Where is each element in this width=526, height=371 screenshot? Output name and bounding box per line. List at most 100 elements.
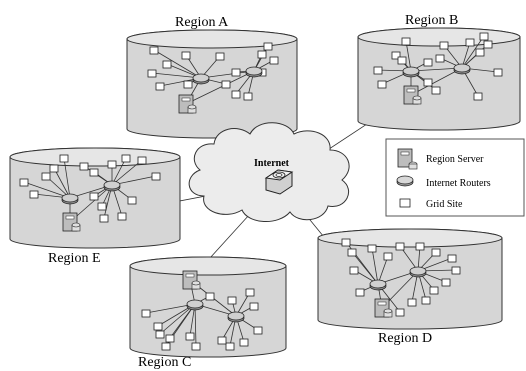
region-cylinder-top <box>129 256 287 276</box>
grid-site-icon <box>395 308 405 317</box>
grid-site-icon <box>475 48 485 57</box>
grid-site-icon <box>181 51 191 60</box>
region-label-c: Region C <box>138 355 191 370</box>
site-link <box>63 157 71 199</box>
grid-site-icon <box>377 80 387 89</box>
grid-site-icon <box>89 168 99 177</box>
grid-site-icon <box>221 80 231 89</box>
site-link <box>405 40 412 72</box>
grid-site-icon <box>183 80 193 89</box>
grid-site-icon <box>137 156 147 165</box>
region-label-e: Region E <box>48 251 101 266</box>
region-server-icon <box>397 148 418 170</box>
grid-site-icon <box>439 41 449 50</box>
grid-site-icon <box>59 154 69 163</box>
grid-site-icon <box>349 266 359 275</box>
site-link <box>377 255 389 285</box>
internet-router-icon <box>402 66 420 78</box>
legend-label-internet-routers: Internet Routers <box>426 178 491 189</box>
grid-site-icon <box>151 172 161 181</box>
grid-site-icon <box>117 212 127 221</box>
region-cylinder-top <box>9 147 181 167</box>
grid-site-icon <box>483 40 493 49</box>
internet-router-icon <box>61 193 79 205</box>
grid-site-icon <box>227 296 237 305</box>
internet-cloud: Internet <box>188 122 350 222</box>
site-link <box>53 167 71 199</box>
grid-site-icon <box>341 238 351 247</box>
grid-site-icon <box>401 37 411 46</box>
grid-site-icon <box>41 172 51 181</box>
grid-site-icon <box>367 244 377 253</box>
region-cylinder-top <box>126 29 298 49</box>
router-link <box>185 70 255 105</box>
site-link <box>194 303 197 347</box>
site-link <box>461 35 485 69</box>
site-link <box>351 251 379 285</box>
grid-site-icon <box>165 334 175 343</box>
grid-site-icon <box>391 51 401 60</box>
grid-site-icon <box>79 162 89 171</box>
internet-router-icon <box>192 73 210 85</box>
site-link <box>111 157 127 186</box>
grid-site-icon <box>127 196 137 205</box>
grid-site-icon <box>407 298 417 307</box>
grid-site-icon <box>447 254 457 263</box>
grid-site-icon <box>399 198 411 208</box>
region-a: Region A <box>126 15 298 139</box>
region-server-icon <box>182 270 201 290</box>
router-link <box>410 67 463 96</box>
grid-site-icon <box>147 69 157 78</box>
grid-site-icon <box>161 342 171 351</box>
router-link <box>410 67 463 72</box>
grid-site-icon <box>99 214 109 223</box>
grid-site-icon <box>245 288 255 297</box>
region-d: Region D <box>317 228 503 346</box>
regions: Region A Region B Region E Region C Region D <box>9 13 521 370</box>
grid-site-icon <box>49 164 59 173</box>
grid-site-icon <box>465 38 475 47</box>
grid-site-icon <box>89 192 99 201</box>
region-label-b: Region B <box>405 13 458 28</box>
grid-site-icon <box>29 190 39 199</box>
site-link <box>111 159 143 186</box>
region-c: Region C <box>129 256 287 370</box>
site-link <box>23 181 71 199</box>
region-label-a: Region A <box>175 15 229 30</box>
grid-site-icon <box>185 332 195 341</box>
grid-site-icon <box>451 266 461 275</box>
grid-site-icon <box>205 292 215 301</box>
grid-site-icon <box>473 92 483 101</box>
grid-site-icon <box>155 330 165 339</box>
grid-site-icon <box>231 90 241 99</box>
grid-site-icon <box>153 322 163 331</box>
grid-site-icon <box>149 46 159 55</box>
grid-site-icon <box>423 78 433 87</box>
region-label-d: Region D <box>378 331 432 346</box>
internet-router-icon <box>186 299 204 311</box>
internet-router-icon <box>245 66 263 78</box>
grid-site-icon <box>107 160 117 169</box>
grid-site-icon <box>431 248 441 257</box>
internet-core-router-icon <box>264 169 294 195</box>
grid-site-icon <box>225 342 235 351</box>
grid-site-icon <box>257 50 267 59</box>
grid-site-icon <box>493 68 503 77</box>
grid-site-icon <box>121 154 131 163</box>
internet-router-icon <box>409 266 427 278</box>
grid-site-icon <box>97 202 107 211</box>
grid-site-icon <box>191 342 201 351</box>
grid-site-icon <box>373 66 383 75</box>
grid-site-icon <box>141 309 151 318</box>
grid-site-icon <box>347 248 357 257</box>
grid-site-icon <box>269 56 279 65</box>
grid-site-icon <box>423 58 433 67</box>
grid-site-icon <box>162 60 172 69</box>
internet-router-icon <box>227 311 245 323</box>
internet-label: Internet <box>254 158 290 169</box>
grid-site-icon <box>397 56 407 65</box>
grid-site-icon <box>243 92 253 101</box>
grid-site-icon <box>479 32 489 41</box>
grid-site-icon <box>249 302 259 311</box>
grid-site-icon <box>383 252 393 261</box>
